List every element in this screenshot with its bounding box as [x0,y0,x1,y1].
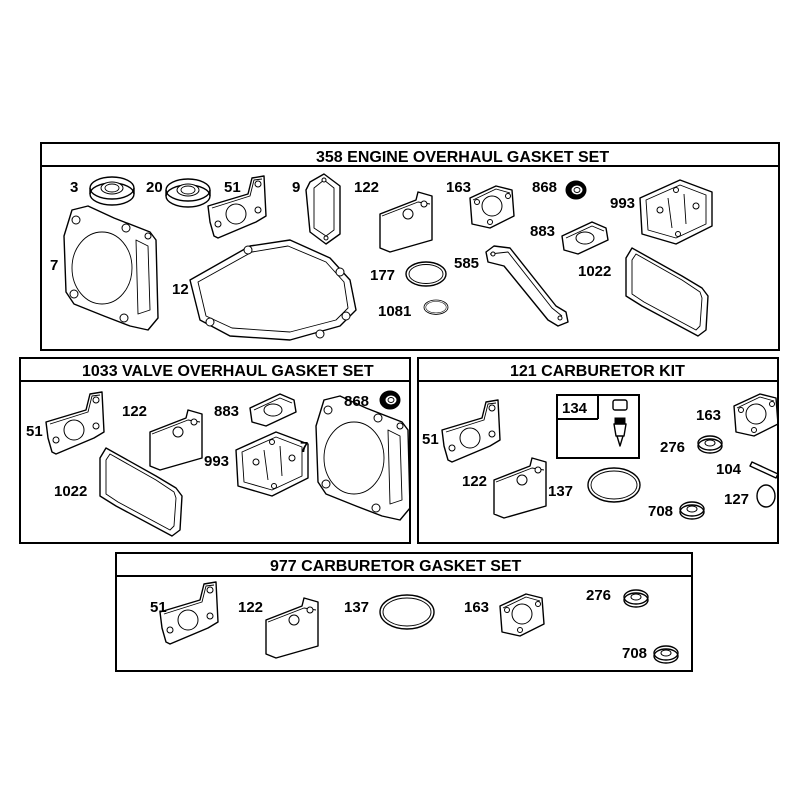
carb-gasket-label-137: 137 [344,599,369,616]
part-122-gasket-shape [379,191,433,253]
engine-label-993: 993 [610,195,635,212]
carb-gasket-label-708: 708 [622,645,647,662]
carb-kit-part-163-shape [733,393,779,437]
carb-kit-label-163: 163 [696,407,721,424]
part-163-gasket-shape [469,185,515,229]
part-1022-gasket-shape [625,247,709,337]
carb-kit-label-104: 104 [716,461,742,478]
valve-part-1022-shape [99,447,183,537]
valve-label-7: 7 [300,439,308,456]
part-9-gasket-shape [305,173,341,245]
carb-kit-label-122: 122 [462,473,487,490]
part-585-gasket-shape [485,245,569,327]
valve-part-883-shape [249,393,297,427]
carb-kit-part-122-shape [493,457,547,519]
carb-gasket-label-122: 122 [238,599,263,616]
engine-label-1022: 1022 [578,263,611,280]
engine-label-3: 3 [70,179,78,196]
valve-set-title: 1033 VALVE OVERHAUL GASKET SET [82,363,374,380]
carb-gasket-label-51: 51 [150,599,167,616]
carb-kit-label-708: 708 [648,503,673,520]
engine-label-1081: 1081 [378,303,411,320]
valve-part-122-shape [149,409,203,471]
valve-label-883: 883 [214,403,239,420]
carb-kit-title: 121 CARBURETOR KIT [510,363,685,380]
engine-label-177: 177 [370,267,395,284]
engine-label-883: 883 [530,223,555,240]
part-177-o-ring-shape [405,261,447,287]
carb-gasket-part-51-shape [159,581,219,645]
carb-kit-part-708-shape [679,501,705,520]
part-883-gasket-shape [561,221,609,255]
part-993-gasket-shape [639,179,713,245]
carb-kit-frame [417,357,779,544]
engine-set-frame [40,142,780,351]
engine-label-163: 163 [446,179,471,196]
valve-label-51: 51 [26,423,43,440]
part-3-oil-seal-shape [89,176,135,206]
engine-label-585: 585 [454,255,479,272]
part-134-needle-valve-shape [612,399,628,447]
carb-gasket-part-163-shape [499,593,545,637]
engine-label-20: 20 [146,179,163,196]
carb-kit-label-134: 134 [562,400,588,417]
engine-label-122: 122 [354,179,379,196]
part-1081-o-ring-shape [423,299,449,315]
valve-part-51-shape [45,391,105,455]
engine-label-12: 12 [172,281,189,298]
carb-gasket-frame [115,552,693,672]
valve-label-1022: 1022 [54,483,87,500]
engine-label-51: 51 [224,179,241,196]
carb-kit-label-276: 276 [660,439,685,456]
carb-gasket-label-276: 276 [586,587,611,604]
valve-label-122: 122 [122,403,147,420]
engine-label-868: 868 [532,179,557,196]
valve-part-993-shape [235,431,309,497]
carb-gasket-part-708-shape [653,645,679,664]
carb-kit-part-127-plug-shape [756,484,776,508]
carb-gasket-part-122-shape [265,597,319,659]
carb-kit-part-137-ring-shape [587,467,641,503]
part-7-head-gasket-shape [63,205,159,331]
valve-part-7-shape [315,395,411,521]
carb-kit-part-104-pin-shape [749,461,779,479]
engine-label-9: 9 [292,179,300,196]
carb-gasket-part-276-shape [623,589,649,608]
carb-kit-part-51-shape [441,399,501,463]
carb-gasket-part-137-ring-shape [379,594,435,630]
part-20-oil-seal-shape [165,178,211,208]
carb-kit-label-137: 137 [548,483,573,500]
carb-kit-label-51: 51 [422,431,439,448]
part-868-seal-shape [565,180,587,200]
valve-set-frame [19,357,411,544]
part-12-crankcase-gasket-shape [189,239,357,341]
carb-gasket-title: 977 CARBURETOR GASKET SET [270,558,522,575]
valve-label-868: 868 [344,393,369,410]
carb-kit-part-276-shape [697,435,723,454]
carb-gasket-label-163: 163 [464,599,489,616]
carb-kit-label-127: 127 [724,491,749,508]
engine-set-title: 358 ENGINE OVERHAUL GASKET SET [316,149,609,166]
engine-label-7: 7 [50,257,58,274]
valve-part-868-shape [379,390,401,410]
valve-label-993: 993 [204,453,229,470]
